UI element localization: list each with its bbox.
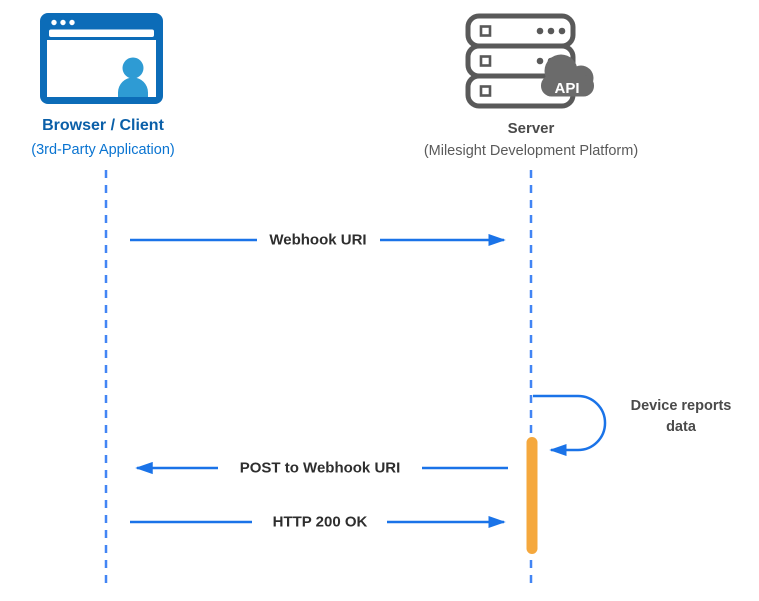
api-cloud-icon: API [541,54,594,97]
server-icon: API [465,13,594,109]
label-device-reports-line1: Device reports [630,398,732,414]
activation-bar [526,437,538,554]
server-title: Server [507,120,555,137]
api-cloud-label: API [554,80,579,97]
label-device-reports: Device reports data [631,396,732,438]
client-subtitle: (3rd-Party Application) [31,142,175,158]
browser-address-bar [49,29,154,37]
server-drive-squares [479,25,492,97]
label-device-reports-line2: data [666,419,696,435]
label-webhook-uri: Webhook URI [264,231,372,249]
browser-dots-icon [51,19,75,26]
label-http-200: HTTP 200 OK [267,513,373,531]
server-subtitle: (Milesight Development Platform) [423,143,639,159]
client-caption: Browser / Client (3rd-Party Application) [2,116,204,160]
server-caption: Server (Milesight Development Platform) [399,119,663,161]
browser-client-icon [40,13,163,104]
client-title: Browser / Client [42,117,164,134]
user-icon [118,57,148,97]
self-loop-arrow [533,394,607,457]
label-post-webhook: POST to Webhook URI [234,459,406,477]
